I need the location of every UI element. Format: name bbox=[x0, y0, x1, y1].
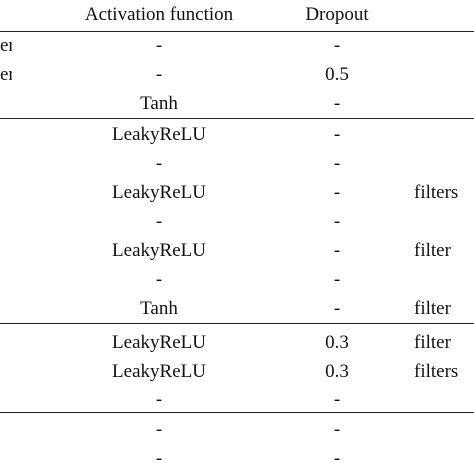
row-label-cell: er bbox=[0, 64, 12, 85]
dropout-cell: - bbox=[333, 153, 341, 174]
dropout-cell: 0.3 bbox=[325, 361, 349, 382]
filters-cell: filters bbox=[414, 361, 459, 382]
activation-cell: Tanh bbox=[140, 298, 178, 319]
activation-cell: - bbox=[155, 211, 163, 232]
group-divider bbox=[0, 412, 474, 413]
dropout-cell: - bbox=[333, 269, 341, 290]
row-label-cell: er bbox=[0, 35, 12, 56]
activation-cell: LeakyReLU bbox=[112, 240, 206, 261]
dropout-cell: - bbox=[333, 211, 341, 232]
filters-cell: filter bbox=[414, 332, 451, 353]
dropout-cell: 0.5 bbox=[325, 64, 349, 85]
activation-cell: - bbox=[155, 153, 163, 174]
dropout-cell: - bbox=[333, 124, 341, 145]
group-divider bbox=[0, 118, 474, 119]
dropout-cell: - bbox=[333, 182, 341, 203]
dropout-cell: - bbox=[333, 419, 341, 440]
activation-cell: LeakyReLU bbox=[112, 182, 206, 203]
filters-cell: filter bbox=[414, 298, 451, 319]
header-rule bbox=[0, 31, 474, 32]
filters-cell: filters bbox=[414, 182, 459, 203]
activation-cell: - bbox=[155, 448, 163, 469]
activation-cell: LeakyReLU bbox=[112, 124, 206, 145]
activation-cell: - bbox=[155, 419, 163, 440]
activation-cell: - bbox=[155, 64, 163, 85]
activation-cell: LeakyReLU bbox=[112, 361, 206, 382]
activation-cell: - bbox=[155, 35, 163, 56]
dropout-cell: - bbox=[333, 298, 341, 319]
activation-cell: Tanh bbox=[140, 93, 178, 114]
activation-cell: - bbox=[155, 269, 163, 290]
dropout-cell: - bbox=[333, 448, 341, 469]
filters-cell: filter bbox=[414, 240, 451, 261]
header-dropout: Dropout bbox=[305, 4, 369, 25]
activation-cell: LeakyReLU bbox=[112, 332, 206, 353]
dropout-cell: - bbox=[333, 389, 341, 410]
dropout-cell: - bbox=[333, 93, 341, 114]
dropout-cell: - bbox=[333, 35, 341, 56]
header-activation-function: Activation function bbox=[84, 4, 234, 25]
dropout-cell: - bbox=[333, 240, 341, 261]
group-divider bbox=[0, 323, 474, 324]
dropout-cell: 0.3 bbox=[325, 332, 349, 353]
activation-cell: - bbox=[155, 389, 163, 410]
